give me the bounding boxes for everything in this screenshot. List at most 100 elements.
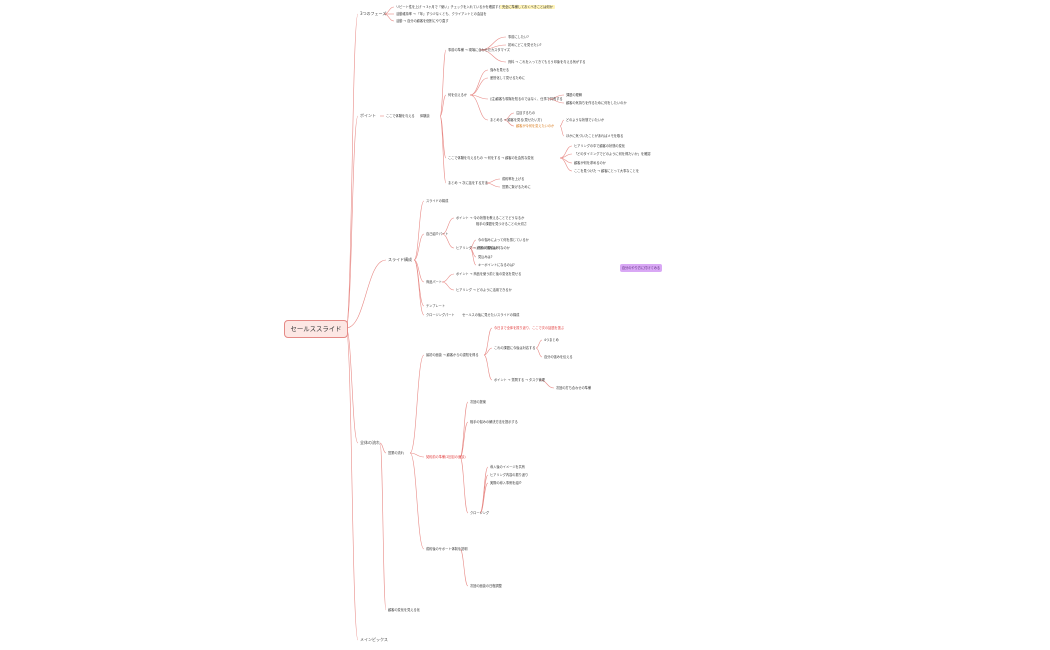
connector [441,273,455,283]
connector [413,233,425,261]
node[interactable]: 営業に繋げるために [502,185,531,189]
node[interactable]: 何を伝えるか [448,93,468,97]
connector [379,442,387,454]
node[interactable]: (注)顧客も現場を知るのではなく、仕事で共有する [490,97,563,101]
node[interactable]: 資料 → これを入ってきてもらう印象を与える気がする [508,60,586,64]
connector [413,259,425,316]
connector [559,125,565,137]
connector [535,347,543,358]
connector [413,200,425,261]
node[interactable]: 成約後のサポート体制を説明 [426,547,468,551]
node[interactable]: 商品パート [426,280,442,284]
node[interactable]: 導入後のイメージを共有 [490,465,525,469]
connector [479,44,507,51]
node[interactable]: ここで体験を与える [386,114,415,118]
node[interactable]: リピート性を上げ → 3ヶ月で「使い」チェックを入れているかを確認する [396,5,502,9]
node[interactable]: 4つまとめ [544,338,559,342]
node[interactable]: ヒアリング内容の振り返り [490,473,529,477]
node[interactable]: それの理由は何なのか [478,246,510,250]
node[interactable]: ポイント → 質問する → タスク管理 [494,378,545,382]
node[interactable]: 初めにどこを見せたい? [508,43,542,47]
node[interactable]: これの課題に今後は対応する [494,346,536,350]
node[interactable]: テンプレート [426,304,446,308]
connector [409,452,425,550]
node-red[interactable]: 契約前の準備(2回目の面談) [426,455,466,459]
node[interactable]: クロージング [470,511,490,515]
node[interactable]: 事前にしたい? [508,35,529,39]
node[interactable]: ほかに気づいたことがあればメモを取る [566,134,624,138]
node[interactable]: 最初の面談 → 顧客からの認知を得る [426,353,479,357]
connector [559,157,573,172]
node[interactable]: まとめ → 次に話をする方法 [448,181,488,185]
connector [469,94,489,100]
highlight-note: 完全に準備しておくべきことは何か [500,5,555,9]
node[interactable]: 営業の流れ [388,451,404,455]
node[interactable]: クロージングパート [426,313,455,317]
node[interactable]: 顧客が何を求めるのか [574,161,606,165]
node[interactable]: ヒアリング → どのように活用できるか [456,288,512,292]
node[interactable]: 活動維持率 → 「年」ずつ少なくとも、クライアントとの会話を [396,12,487,16]
branch-flow[interactable]: 全体の流れ [360,440,380,445]
node[interactable]: ヒアリング → 顧客の悩みは? [456,246,498,250]
node[interactable]: 顧客の変化を見える化 [388,608,420,612]
node[interactable]: ポイント → 今の状態を教えることでどうなるか [456,216,525,220]
node[interactable]: スライドの構成 [426,199,449,203]
connector [459,548,469,587]
node[interactable]: 事前の準備 → 現場に合わせたカスタマイズ [448,48,510,52]
node[interactable]: 活動 → 自分の顧客を個別にやり直す [396,19,449,23]
connector [503,112,515,121]
connector [345,115,359,329]
branch-slides[interactable]: スライド構成 [388,257,412,262]
branch-phases[interactable]: 3つのフェーズ [360,11,387,16]
node[interactable]: 見込みは? [478,255,493,259]
node[interactable]: 成約率を上げる [502,177,525,181]
node[interactable]: 次回の面談の日程調整 [470,584,502,588]
branch-points[interactable]: ポイント [360,113,376,118]
connector [559,119,565,127]
connector [469,247,477,266]
node[interactable]: ここを見つけた → 顧客にとって大事なことを [574,169,640,173]
connector [441,233,455,249]
node[interactable]: 自分の強みを伝える [544,355,573,359]
node[interactable]: 次回の打ち合わせの準備 [556,386,592,390]
connector [485,182,501,188]
node[interactable]: 課題の理解 [566,93,582,97]
connector [413,259,425,283]
connector [469,77,489,96]
root-node[interactable]: セールススライド [284,320,348,338]
node[interactable]: まとめる → 顧客を見る(見せたい方) [490,118,542,122]
highlight-orange[interactable]: 顧客が今何を変えたいのか [516,124,555,128]
node[interactable]: キーポイントになるのは? [478,263,515,267]
node[interactable]: 「どのタイミングでどのように何を得たいか」を確認 [574,152,651,156]
connector [439,94,447,117]
node[interactable]: 今の悩みによって何を感じているか [478,238,529,242]
connector [345,327,359,444]
node[interactable]: セールスの後に見せたいスライドの構成 [462,313,520,317]
node[interactable]: ポイント → 商品を使う前と後の変化を見せる [456,272,522,276]
node[interactable]: 差別化して見せるために [490,76,525,80]
floating-note[interactable]: 自分のやり方に付けてみる [620,264,662,272]
connector [439,49,447,117]
node[interactable]: 注目するもの [516,111,536,115]
connector [345,259,387,329]
node[interactable]: 相手の課題を見つけることの大切さ [476,222,527,226]
connector [409,354,425,454]
node[interactable]: どのような状態でいたいか [566,118,605,122]
node[interactable]: ここで体験を与えるもの → 何をする → 顧客の社会的な変化 [448,156,534,160]
connector [485,178,501,184]
connector [503,119,515,127]
node[interactable]: 実際の導入事例を紹介 [490,481,522,485]
node-red[interactable]: 今日まで全体を振り返り、ここで次の話題を選ぶ [494,326,564,330]
connector [441,217,455,235]
node[interactable]: ヒアリングの中で顧客の状態の変化 [574,144,625,148]
connector [345,327,359,641]
node[interactable]: 自己紹介パート [426,232,449,236]
node[interactable]: 次回の提案 [470,400,486,404]
branch-main[interactable]: メインピックス [360,637,388,642]
node[interactable]: 強みを見せる [490,68,510,72]
node[interactable]: 相手の悩みの解決方法を提示する [470,420,518,424]
connector [459,401,469,458]
node[interactable]: 体験談 [420,114,430,118]
connector [479,466,489,514]
node[interactable]: 顧客の気持ちを作るために何をしたいのか [566,101,627,105]
